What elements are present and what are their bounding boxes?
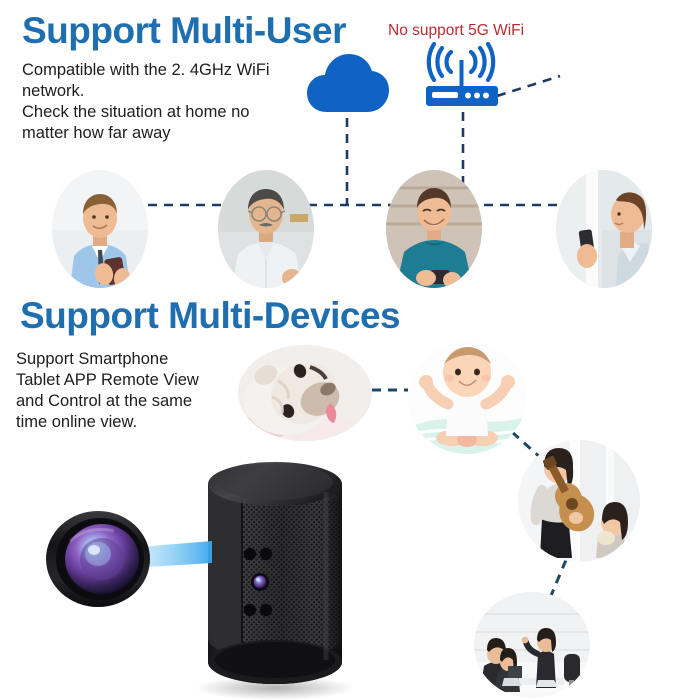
wifi-router-icon — [426, 42, 498, 106]
user-senior-man — [218, 170, 314, 288]
user-casual-man — [386, 170, 482, 288]
user-businessman-phone — [52, 170, 148, 288]
page-title-multi-devices: Support Multi-Devices — [20, 295, 401, 336]
warning-no-5g-wifi: No support 5G WiFi — [388, 22, 525, 39]
camera-lens-callout — [46, 511, 212, 607]
scene-office — [474, 592, 590, 698]
scene-dog — [238, 345, 372, 441]
page-title-multi-user: Support Multi-User — [22, 10, 346, 51]
user-woman-phone — [556, 170, 652, 288]
scene-baby — [408, 342, 526, 454]
scene-guitar — [518, 440, 640, 562]
cloud-icon — [307, 54, 389, 112]
description-multi-user: Compatible with the 2. 4GHz WiFi network… — [22, 61, 270, 142]
hidden-camera-speaker — [195, 462, 355, 700]
description-multi-devices: Support Smartphone Tablet APP Remote Vie… — [16, 350, 199, 431]
